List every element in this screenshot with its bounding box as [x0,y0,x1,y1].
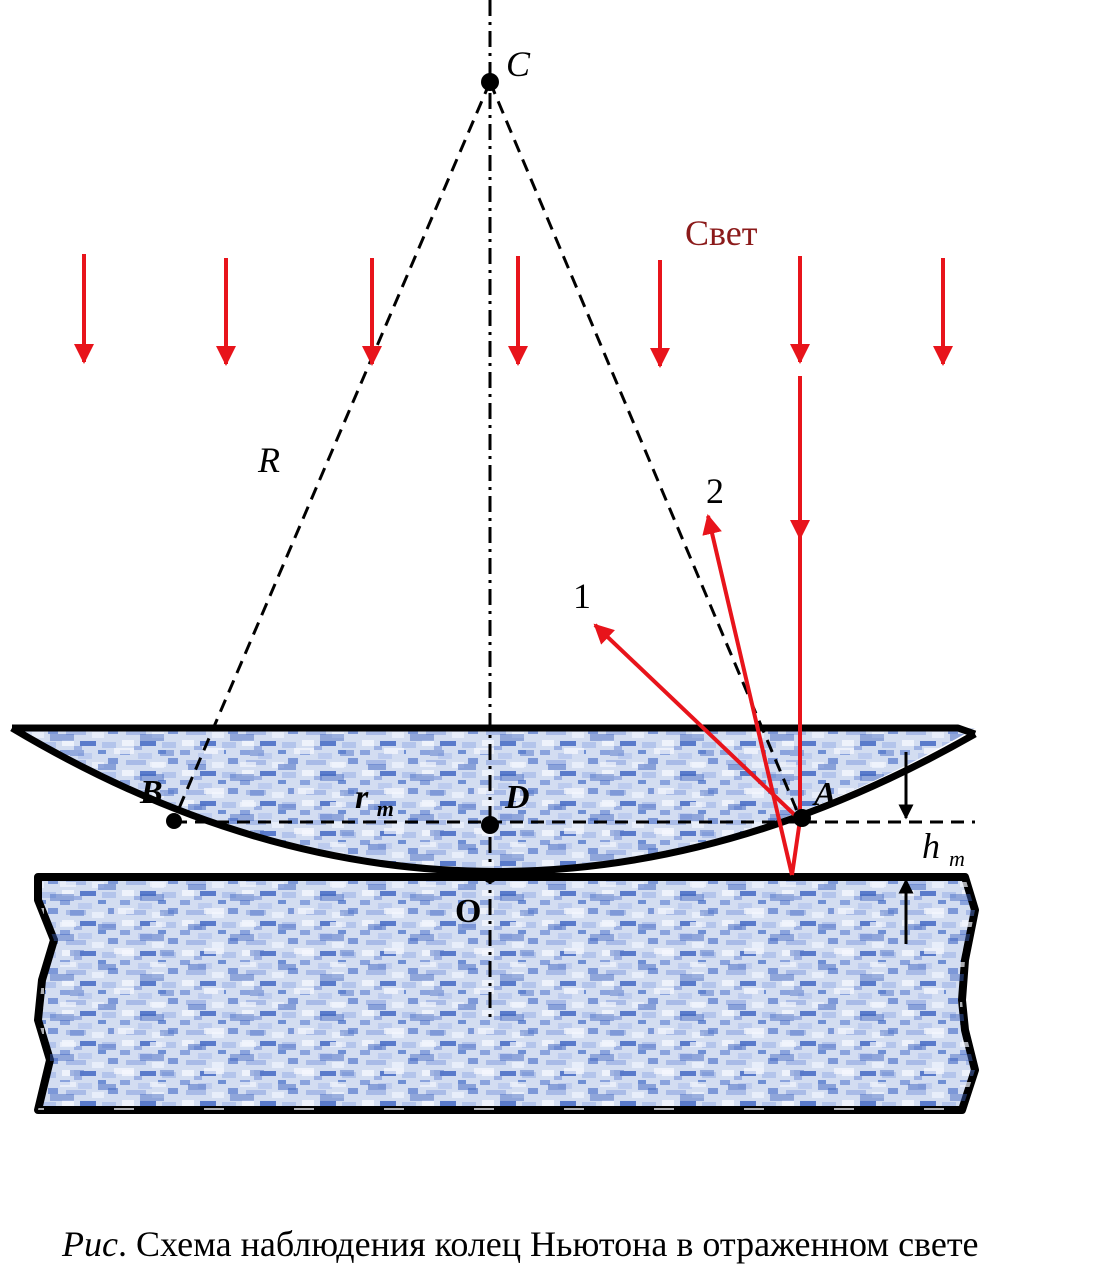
glass-plate [34,873,979,1114]
point-b-dot [166,813,182,829]
label-h-main: h [922,826,940,866]
reflected-ray-2 [702,514,794,876]
caption-prefix: Рис [62,1224,118,1264]
point-d-dot [481,816,499,834]
incident-ray-a [790,376,810,876]
label-point-o: O [455,893,481,930]
label-h-sub: m [949,846,965,871]
label-r-sub: m [377,796,394,821]
newton-rings-diagram: C Свет R 2 1 B D A O r m h m [10,0,979,1114]
label-radius-r: R [257,440,280,480]
label-ray-1: 1 [573,576,591,616]
radius-line-ca [488,81,802,819]
label-r-m: r m [355,779,394,821]
label-point-b: B [139,774,163,811]
label-light: Свет [685,213,758,253]
caption-text: . Схема наблюдения колец Ньютона в отраж… [117,1224,979,1264]
point-c-dot [481,73,499,91]
label-point-a: A [812,776,837,813]
radius-line-cb [172,81,492,821]
incident-light-arrows [74,254,953,368]
label-r-main: r [355,779,369,816]
label-ray-2: 2 [706,471,724,511]
figure-caption: Рис. Схема наблюдения колец Ньютона в от… [62,1222,1119,1266]
plano-convex-lens [10,724,977,875]
point-o-dot [483,869,497,883]
label-point-d: D [504,779,530,816]
reflected-ray-1 [593,623,802,822]
point-a-dot [793,809,811,827]
label-center-c: C [506,44,531,84]
label-h-m: h m [922,826,965,871]
